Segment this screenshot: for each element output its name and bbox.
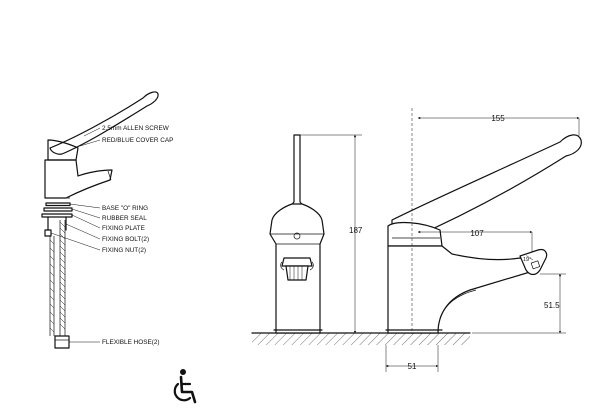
- exploded-hub: [47, 139, 79, 161]
- fixing-nut-part: [44, 229, 52, 237]
- front-view: [269, 134, 325, 334]
- wheelchair-icon: [173, 369, 197, 404]
- dim-angle-value: 19°: [523, 257, 531, 263]
- exploded-body: [44, 159, 113, 199]
- ground: [251, 332, 471, 345]
- label-base-o-ring: BASE "O" RING: [102, 205, 148, 212]
- exploded-lever: [49, 91, 159, 155]
- dim-spout-reach: 107: [417, 229, 533, 252]
- side-spout-tip: [519, 248, 548, 276]
- label-fixing-plate: FIXING PLATE: [102, 225, 145, 232]
- label-cover-cap: RED/BLUE COVER CAP: [102, 137, 173, 144]
- dim-total-width: 155: [417, 114, 580, 136]
- dim-spout-reach-value: 107: [470, 229, 484, 238]
- label-fixing-bolt: FIXING BOLT(2): [102, 236, 149, 243]
- side-view: 19°: [385, 108, 582, 334]
- dim-height-value: 187: [349, 226, 363, 235]
- front-aerator: [280, 257, 314, 281]
- rubber-seal-part: [43, 207, 73, 212]
- label-rubber-seal: RUBBER SEAL: [102, 215, 147, 222]
- dim-base-width: 51: [385, 345, 439, 372]
- dim-base-width-value: 51: [408, 362, 417, 371]
- exploded-view: 2.5mm ALLEN SCREW RED/BLUE COVER CAP BAS…: [41, 91, 173, 349]
- hose-connector: [54, 335, 70, 349]
- dim-total-width-value: 155: [491, 114, 505, 123]
- dim-spout-height: 51.5: [472, 273, 566, 334]
- flexible-hoses: [49, 220, 70, 349]
- base-o-ring-part: [45, 202, 71, 207]
- side-body: [387, 245, 534, 334]
- label-flexible-hose: FLEXIBLE HOSE(2): [102, 339, 160, 346]
- label-fixing-nut: FIXING NUT(2): [102, 247, 146, 254]
- fixing-plate-part: [41, 213, 73, 218]
- label-allen-screw: 2.5mm ALLEN SCREW: [102, 125, 170, 132]
- dim-spout-height-value: 51.5: [544, 301, 560, 310]
- dim-height: 187: [300, 134, 363, 334]
